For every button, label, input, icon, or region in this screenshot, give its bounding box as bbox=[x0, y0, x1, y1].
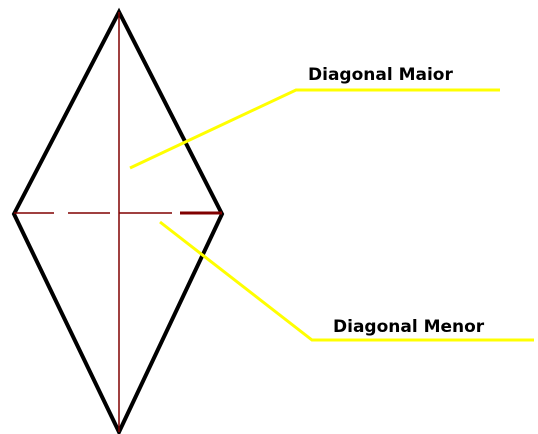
major-diagonal-callout-line bbox=[129, 88, 500, 170]
rhombus-outline bbox=[11, 7, 225, 434]
minor-diagonal-callout-line bbox=[159, 220, 534, 342]
major-diagonal-label: Diagonal Maior bbox=[308, 65, 453, 85]
minor-diagonal-label: Diagonal Menor bbox=[333, 317, 485, 337]
